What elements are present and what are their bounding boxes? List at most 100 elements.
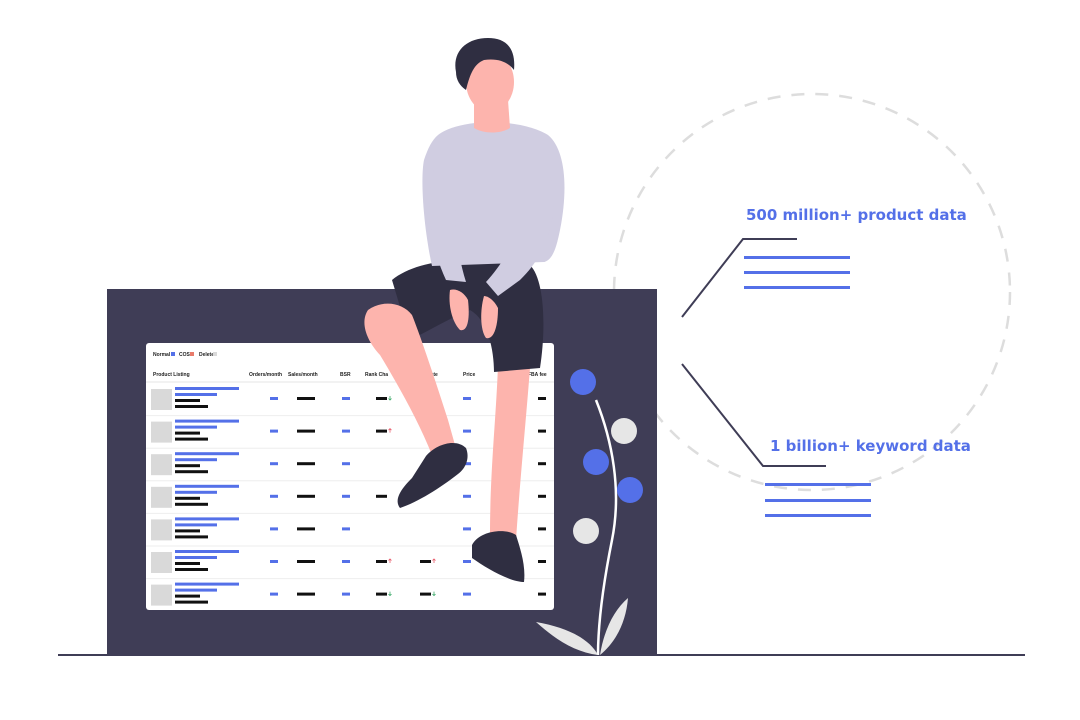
legend-delete: Delete [199,352,214,358]
product-subtitle-bar [175,425,217,429]
callout-line-top [681,238,797,318]
product-thumbnail [151,519,172,541]
orders-bar [270,560,278,563]
product-meta-bar [175,437,208,441]
fba-fee-bar [538,560,546,563]
price-bar [463,429,471,433]
product-thumbnail [151,421,172,443]
product-thumbnail [151,454,172,476]
legend-normal: Normal [153,352,171,358]
price-bar [463,462,471,466]
person-sitting-illustration [364,38,565,582]
price-bar [463,397,471,400]
sales-bar [297,429,315,433]
bsr-bar [342,592,350,596]
table-row [146,484,554,514]
bsr-bar [342,429,350,433]
product-subtitle-bar [175,490,217,494]
table-row [146,387,554,417]
arrow-down-icon [388,396,392,401]
product-thumbnail [151,584,172,606]
arrow-up-icon [388,558,392,563]
orders-bar [270,527,278,531]
fba-fee-bar [538,462,546,466]
product-thumbnail [151,552,172,573]
price-bar [463,527,471,531]
product-meta-bar [175,405,208,408]
product-meta-bar [175,431,200,435]
fba-fee-bar [538,527,546,531]
bsr-bar [342,494,350,498]
sales-bar [297,560,315,563]
legend-cos: COS [179,352,191,358]
col-product-listing: Product Listing [153,372,190,378]
price-bar [463,592,471,596]
product-title-bar [175,517,239,521]
product-meta-bar [175,535,208,539]
product-subtitle-bar [175,458,217,462]
keyword-data-label: 1 billion+ keyword data [770,437,971,455]
callout-line-bottom [681,363,826,467]
orders-bar [270,429,278,433]
rank-change-bar [376,429,387,433]
sales-bar [297,397,315,400]
product-title-bar [175,550,239,553]
table-row [146,419,554,449]
table-row [146,550,554,580]
product-meta-bar [175,399,200,402]
table-rows [146,387,554,606]
table-row [151,582,546,606]
col-orders-month: Orders/month [249,372,282,378]
col-rank-change: Rank Cha [365,372,388,378]
product-meta-bar [175,529,200,533]
rank-change-bar [376,560,387,563]
price-bar [463,494,471,498]
table-card [146,343,554,610]
table-legend: Normal COS Delete [153,352,217,358]
product-meta-bar [175,594,200,598]
product-title-bar [175,484,239,488]
product-subtitle-bar [175,588,217,592]
orders-bar [270,592,278,596]
rank-change-bar [376,494,387,498]
arrow-up-icon [388,428,392,433]
product-meta-bar [175,600,208,604]
product-meta-bar [175,470,208,474]
product-meta-bar [175,568,208,571]
sales-bar [297,527,315,531]
arrow-up-icon [432,558,436,563]
callout-bars-bottom [765,483,871,517]
col-fba-fee: FBA fee [528,372,547,378]
product-meta-bar [175,502,208,506]
price-bar [463,560,471,563]
rank-change-bar [376,397,387,400]
product-subtitle-bar [175,556,217,559]
rate-bar [420,560,431,563]
plant-illustration [536,369,643,656]
col-bsr: BSR [340,372,351,378]
product-meta-bar [175,496,200,500]
rank-change-bar [376,592,387,596]
product-meta-bar [175,562,200,565]
col-sales-month: Sales/month [288,372,318,378]
product-title-bar [175,387,239,390]
product-title-bar [175,582,239,586]
arrow-down-icon [432,591,436,597]
sales-bar [297,494,315,498]
table-row [146,452,554,482]
arrow-down-icon [388,591,392,597]
legend-normal-swatch [171,352,175,356]
col-price: Price [463,372,475,378]
legend-cos-swatch [190,352,194,356]
bsr-bar [342,462,350,466]
product-subtitle-bar [175,393,217,396]
callout-bars-top [744,256,850,289]
bsr-bar [342,527,350,531]
fba-fee-bar [538,429,546,433]
fba-fee-bar [538,494,546,498]
legend-delete-swatch [213,352,217,356]
product-meta-bar [175,464,200,468]
product-title-bar [175,452,239,456]
orders-bar [270,494,278,498]
product-subtitle-bar [175,523,217,527]
